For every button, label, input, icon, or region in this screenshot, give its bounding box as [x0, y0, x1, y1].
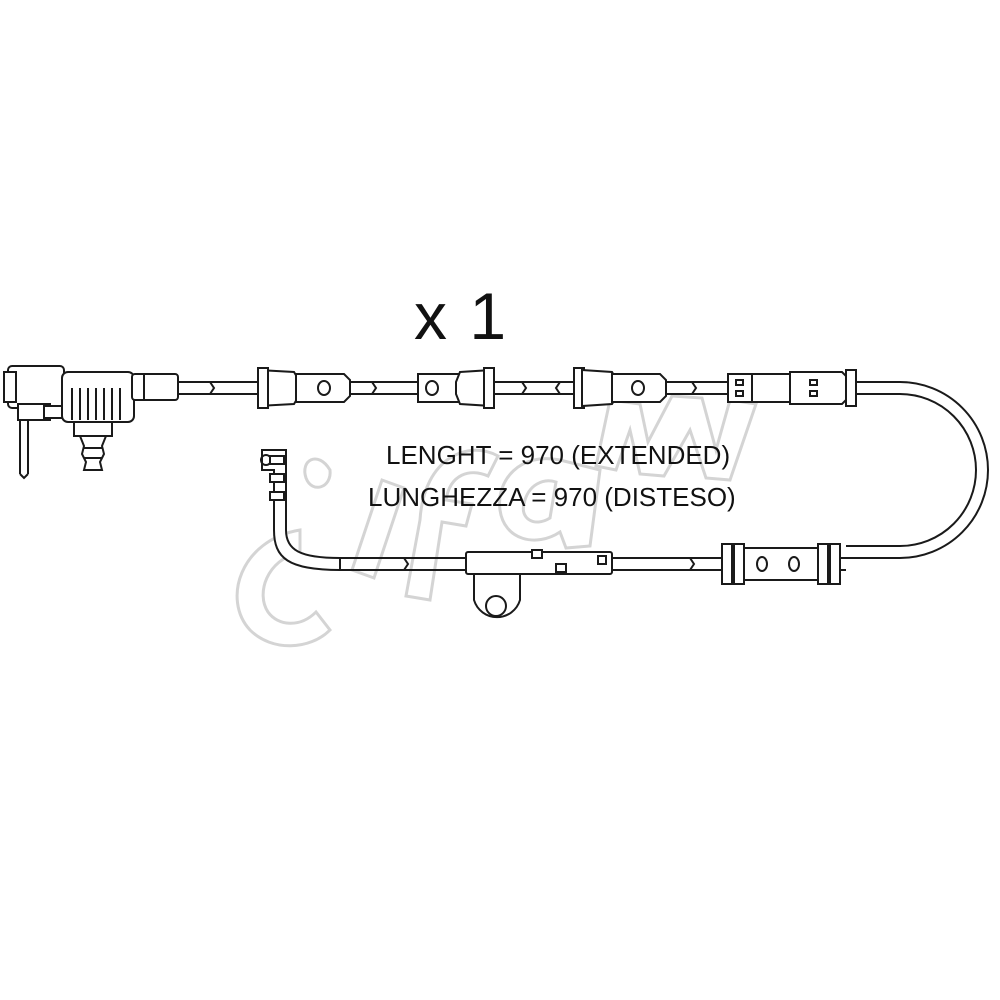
grommet-2 — [417, 367, 495, 409]
length-label-italian: LUNGHEZZA = 970 (DISTESO) — [368, 482, 736, 512]
grommet-lower — [721, 543, 841, 585]
connector-ribs — [71, 388, 121, 420]
quantity-label: x 1 — [414, 279, 509, 353]
length-label-english: LENGHT = 970 (EXTENDED) — [386, 440, 731, 470]
connector-plug — [3, 365, 179, 480]
grommet-1 — [257, 367, 351, 409]
mounting-bracket — [465, 549, 613, 619]
cable-bend-inner — [846, 393, 977, 547]
grommet-3 — [573, 367, 667, 409]
cable-bend-outer — [846, 381, 989, 559]
sensor-probe — [260, 449, 341, 572]
cifam-logo-watermark-icon — [235, 394, 758, 648]
inline-connector — [727, 369, 857, 407]
